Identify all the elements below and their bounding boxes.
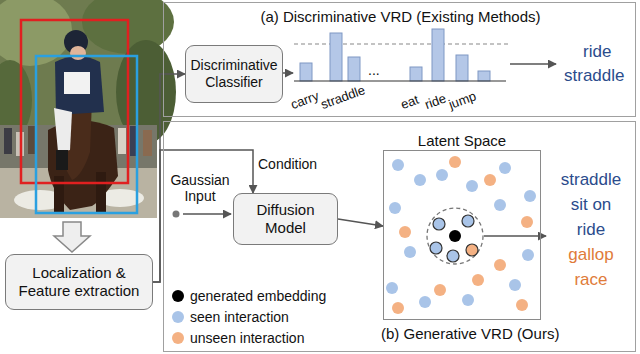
flow-arrow (484, 235, 546, 237)
bar-chart (294, 43, 508, 44)
gaussian-dot (173, 211, 180, 218)
latent-dots (386, 156, 536, 314)
bar-chart (478, 71, 490, 81)
box-label: Discriminative Classifier (188, 57, 280, 91)
latent-dots (399, 226, 411, 238)
latent-dots (462, 294, 474, 306)
latent-dots (436, 169, 448, 181)
panel-title: (b) Generative VRD (Ours) (381, 325, 581, 343)
photo (96, 172, 106, 214)
latent-dots (466, 180, 478, 192)
latent-frame (383, 150, 541, 320)
latent-dots (449, 230, 461, 242)
legend-swatch (172, 290, 184, 302)
photo (55, 56, 104, 115)
bar-chart (294, 29, 508, 81)
output-label: straddle (564, 66, 624, 86)
process-box: Diffusion Model (233, 193, 338, 245)
latent-dots (449, 156, 461, 168)
panel-title: Latent Space (383, 132, 541, 150)
bar-chart (456, 55, 468, 81)
connector (338, 219, 383, 226)
latent-dots (434, 284, 446, 296)
photo (4, 128, 12, 154)
latent-dots (386, 282, 398, 294)
photo (54, 108, 72, 152)
latent-dots (430, 242, 442, 254)
bar-chart (410, 67, 422, 81)
process-box: Discriminative Classifier (185, 45, 283, 103)
latent-dots (392, 302, 404, 314)
legend-text: seen interaction (190, 309, 289, 325)
latent-dots (447, 250, 459, 262)
latent-dots (433, 218, 445, 230)
legend-text: generated embedding (190, 288, 326, 304)
output-label: ride (550, 220, 632, 240)
latent-space-box: Latent Space (383, 132, 541, 320)
latent-dots (522, 249, 534, 261)
bar-chart (348, 57, 360, 81)
photo (118, 128, 126, 154)
photo (70, 46, 86, 60)
latent-dots (499, 162, 511, 174)
latent-dots (462, 215, 474, 227)
input-label: Gaussian Input (168, 172, 232, 204)
latent-dots (419, 296, 431, 308)
axis-label: carry (289, 89, 321, 113)
bar-chart (330, 33, 342, 81)
bar-chart (300, 63, 312, 81)
process-box: Localization & Feature extraction (5, 254, 153, 310)
latent-dots (494, 199, 506, 211)
latent-dots (524, 190, 536, 202)
box-label: Diffusion Model (246, 201, 326, 237)
photo (0, 0, 176, 218)
photo (143, 130, 152, 156)
bar-chart (432, 29, 444, 81)
legend-swatch (172, 311, 184, 323)
photo (28, 126, 35, 154)
down-arrow (54, 222, 90, 252)
output-label: straddle (550, 170, 632, 190)
axis-label: eat (399, 93, 421, 113)
legend-text: unseen interaction (190, 330, 304, 346)
latent-dots (516, 299, 528, 311)
axis-label: ride (423, 91, 448, 112)
latent-dots (484, 174, 496, 186)
latent-dots (392, 159, 404, 171)
latent-dots (521, 216, 533, 228)
axis-label: jump (447, 89, 479, 113)
flow-arrow (183, 213, 231, 215)
latent-dots (472, 274, 484, 286)
flow-arrow (283, 72, 293, 74)
legend-swatch (172, 332, 184, 344)
box-label: Localization & Feature extraction (12, 264, 146, 300)
latent-dots (509, 279, 521, 291)
edge-label: Condition (258, 156, 317, 172)
axis-label: straddle (319, 83, 368, 113)
latent-dots (494, 259, 506, 271)
latent-dots (389, 202, 401, 214)
photo (56, 150, 68, 170)
output-label: sit on (550, 195, 632, 215)
panel-title: (a) Discriminative VRD (Existing Methods… (164, 8, 637, 26)
output-label: race (550, 270, 632, 290)
output-label: ride (583, 42, 611, 62)
output-label: gallop (550, 245, 632, 265)
photo (54, 176, 64, 214)
photo (36, 56, 137, 213)
latent-dots (466, 244, 478, 256)
latent-dots (414, 174, 426, 186)
photo (64, 72, 90, 94)
latent-dots (404, 246, 416, 258)
gaussian-dot (173, 211, 180, 218)
latent-dots (427, 208, 483, 264)
ellipsis: ... (368, 62, 380, 78)
flow-arrow (510, 63, 556, 65)
down-arrow (54, 222, 90, 252)
bar-chart (294, 80, 506, 81)
